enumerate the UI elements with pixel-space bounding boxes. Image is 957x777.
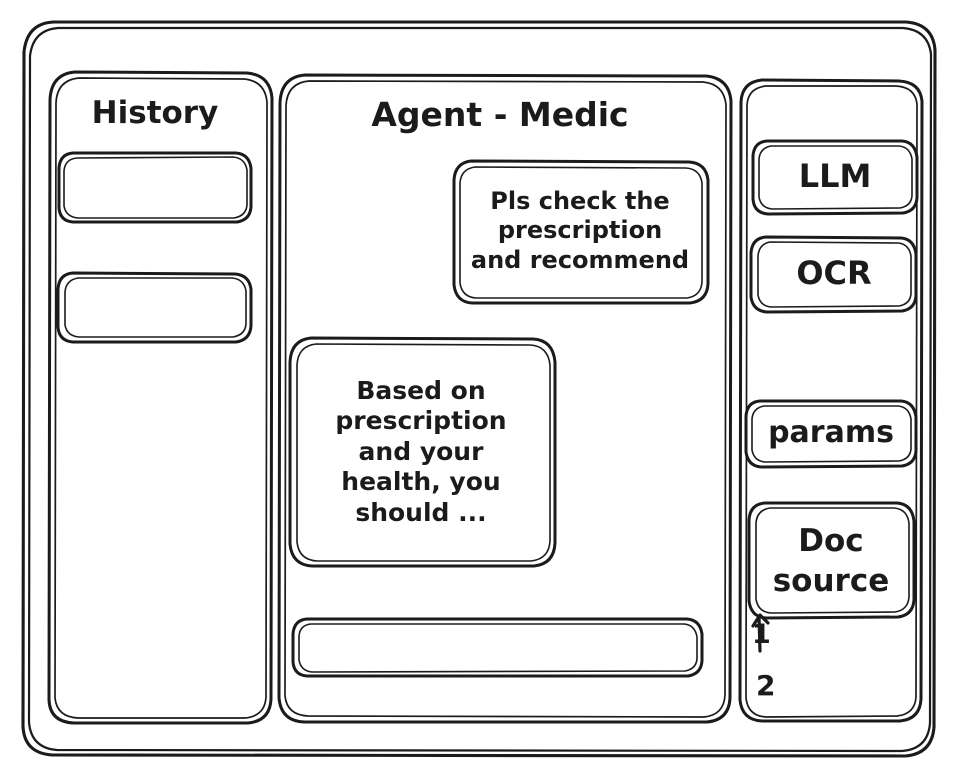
- tool-button-llm[interactable]: LLM: [798, 157, 872, 196]
- message-input[interactable]: [294, 618, 700, 676]
- history-panel-title: History: [91, 95, 219, 132]
- user-message-bubble: Pls check the prescription and recommend: [470, 187, 690, 274]
- tool-button-params[interactable]: params: [768, 414, 894, 450]
- history-list-item[interactable]: [58, 272, 252, 342]
- agent-panel-title: Agent - Medic: [371, 94, 629, 134]
- agent-message-bubble: Based on prescription and your health, y…: [335, 375, 507, 527]
- tool-button-ocr[interactable]: OCR: [796, 254, 872, 293]
- history-list-item[interactable]: [58, 152, 252, 222]
- doc-source-entry-2[interactable]: 2: [756, 668, 776, 702]
- doc-source-entry-1[interactable]: 1: [752, 618, 771, 650]
- tool-button-doc-source[interactable]: Doc source: [772, 522, 890, 599]
